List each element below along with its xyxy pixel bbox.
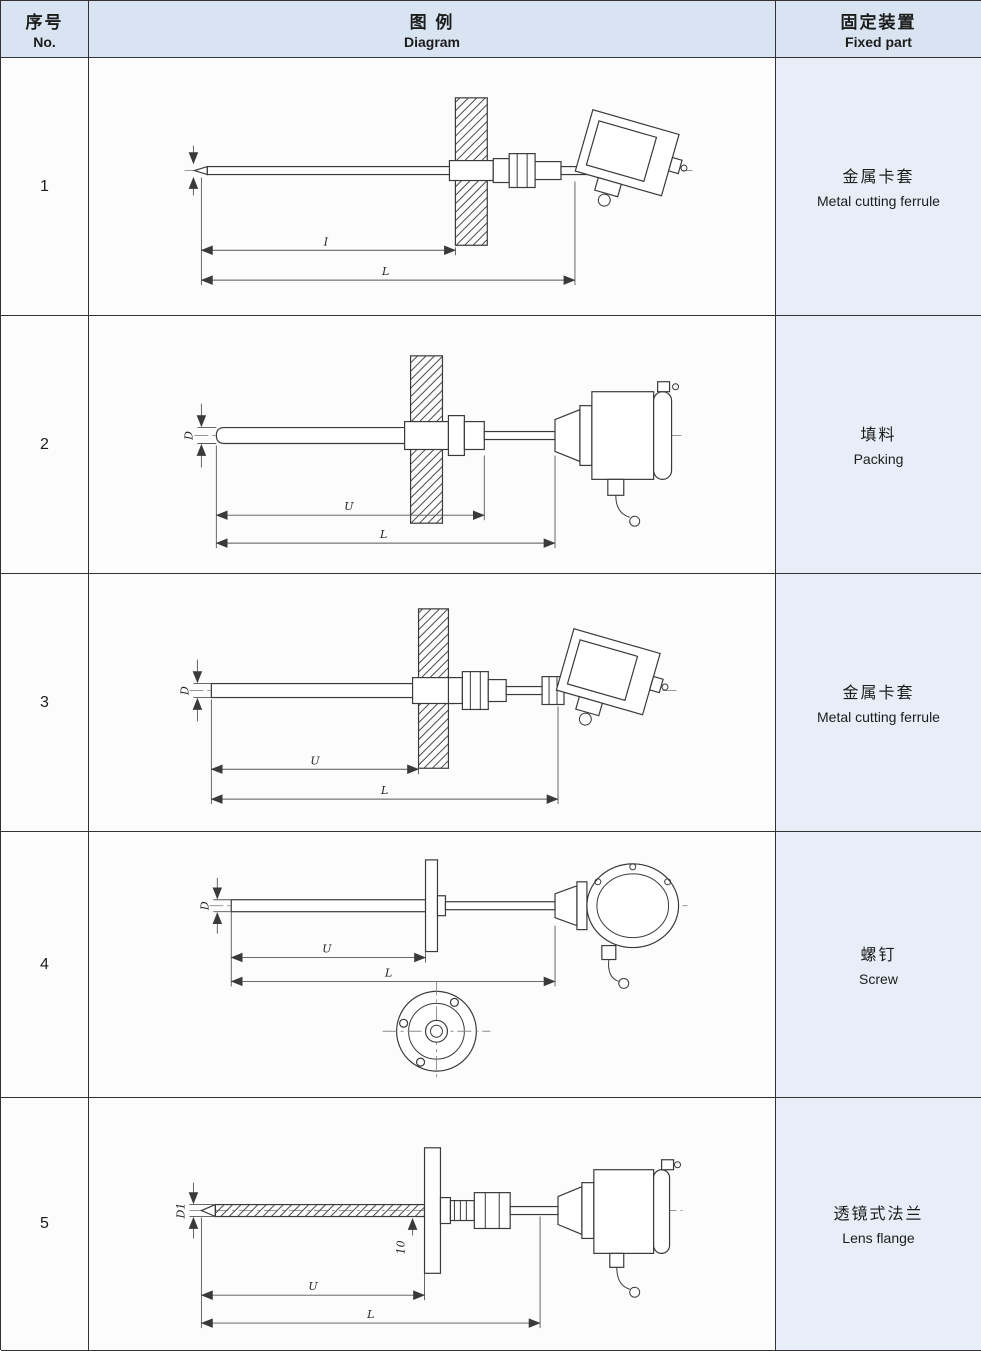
dimension-l: L (200, 1216, 541, 1329)
fixed-part-1-en: Metal cutting ferrule (817, 192, 940, 209)
header-diagram-zh: 图 例 (409, 13, 455, 32)
fixed-part-2: 填料 Packing (776, 316, 981, 574)
fixed-part-5: 透镜式法兰 Lens flange (776, 1098, 981, 1351)
dimension-u: I (200, 177, 457, 256)
dimension-u: U (210, 699, 420, 775)
header-diagram: 图 例 Diagram (89, 1, 776, 58)
connection-head (554, 863, 680, 989)
diagram-cell-4: D U L (89, 832, 776, 1098)
diagram-cell-3: D U L (89, 574, 776, 832)
header-no: 序号 No. (1, 1, 89, 58)
probe (215, 426, 420, 445)
dim-label-l: L (381, 265, 389, 278)
diagram-cell-1: I L (89, 58, 776, 316)
connection-head (554, 381, 680, 527)
fixed-part-3-zh: 金属卡套 (842, 684, 915, 702)
header-diagram-en: Diagram (403, 34, 461, 50)
dim-label-l: L (380, 784, 388, 797)
header-fixed-zh: 固定装置 (840, 13, 917, 32)
packing-gland (447, 415, 485, 457)
header-no-zh: 序号 (25, 13, 64, 32)
diagram-2-packing: D U L (182, 355, 683, 549)
fixed-part-4-zh: 螺钉 (860, 946, 897, 964)
dim-label-d: D (198, 901, 211, 911)
dimension-l: L (230, 925, 556, 987)
row-number-3: 3 (1, 574, 89, 832)
diagram-1-metal-ferrule: I L (184, 97, 693, 286)
fixed-part-5-zh: 透镜式法兰 (833, 1206, 924, 1224)
dim-label-u: U (344, 500, 354, 513)
dimension-d: D (182, 403, 217, 468)
dim-label-d1: D1 (174, 1203, 187, 1220)
dimension-d: D (178, 659, 212, 722)
fixed-part-3: 金属卡套 Metal cutting ferrule (776, 574, 981, 832)
probe (230, 899, 427, 913)
diagram-3-metal-ferrule: D U L (178, 608, 678, 805)
fixed-part-3-en: Metal cutting ferrule (817, 708, 940, 725)
dimension-d1: D1 (174, 1182, 216, 1239)
screw-flange (424, 859, 447, 953)
union-nut (473, 1192, 511, 1230)
fixed-part-1: 金属卡套 Metal cutting ferrule (776, 58, 981, 316)
diagram-cell-2: D U L (89, 316, 776, 574)
flange (411, 608, 456, 769)
fixed-part-2-en: Packing (853, 450, 904, 467)
row-number-1: 1 (1, 58, 89, 316)
dim-label-l: L (366, 1308, 374, 1321)
threaded-nipple (449, 1199, 475, 1222)
dimension-thickness: 10 (395, 1217, 418, 1254)
dimension-l: L (215, 455, 556, 549)
fixed-part-4-en: Screw (859, 970, 898, 987)
flange (404, 355, 450, 524)
diagram-5-lens-flange: D1 10 U L (174, 1147, 683, 1329)
dim-label-l: L (384, 966, 392, 979)
header-fixed-part: 固定装置 Fixed part (776, 1, 981, 58)
dim-label-thickness: 10 (395, 1240, 408, 1254)
diagram-4-screw: D U L (198, 859, 688, 1082)
dimension-l: L (210, 706, 559, 805)
dimension-l: L (200, 181, 576, 286)
flange (448, 97, 494, 246)
dim-label-u: I (323, 235, 329, 248)
diagram-cell-5: D1 10 U L (89, 1098, 776, 1351)
flange-face-view (382, 981, 491, 1082)
ferrule-fitting (447, 671, 507, 711)
fixed-part-5-en: Lens flange (842, 1230, 915, 1247)
fixed-part-2-zh: 填料 (860, 426, 897, 444)
connection-head (555, 628, 669, 726)
row-number-4: 4 (1, 832, 89, 1098)
header-fixed-en: Fixed part (845, 34, 912, 50)
extension-rod (505, 685, 543, 696)
extension-rod (483, 430, 556, 441)
dim-label-u: U (310, 754, 320, 767)
lens-flange (423, 1147, 452, 1274)
dimension-u: U (215, 445, 485, 521)
probe (199, 1203, 426, 1218)
dimension-u: U (230, 911, 427, 963)
dim-label-u: U (308, 1280, 318, 1293)
connection-head (574, 109, 688, 207)
fixed-part-1-zh: 金属卡套 (842, 168, 915, 186)
dimension-d: D (198, 877, 232, 934)
ferrule-fitting (492, 153, 562, 189)
row-number-2: 2 (1, 316, 89, 574)
dimension-u: U (200, 1217, 426, 1301)
dim-label-l: L (379, 528, 387, 541)
probe (210, 682, 420, 699)
probe (192, 165, 457, 176)
dim-label-d: D (178, 686, 191, 696)
dim-label-u: U (322, 943, 332, 956)
row-number-5: 5 (1, 1098, 89, 1351)
extension-rod (509, 1205, 559, 1216)
extension-rod (444, 901, 556, 911)
fixed-part-4: 螺钉 Screw (776, 832, 981, 1098)
dim-label-d: D (182, 431, 195, 441)
connection-head (557, 1159, 682, 1298)
header-no-en: No. (33, 34, 56, 50)
